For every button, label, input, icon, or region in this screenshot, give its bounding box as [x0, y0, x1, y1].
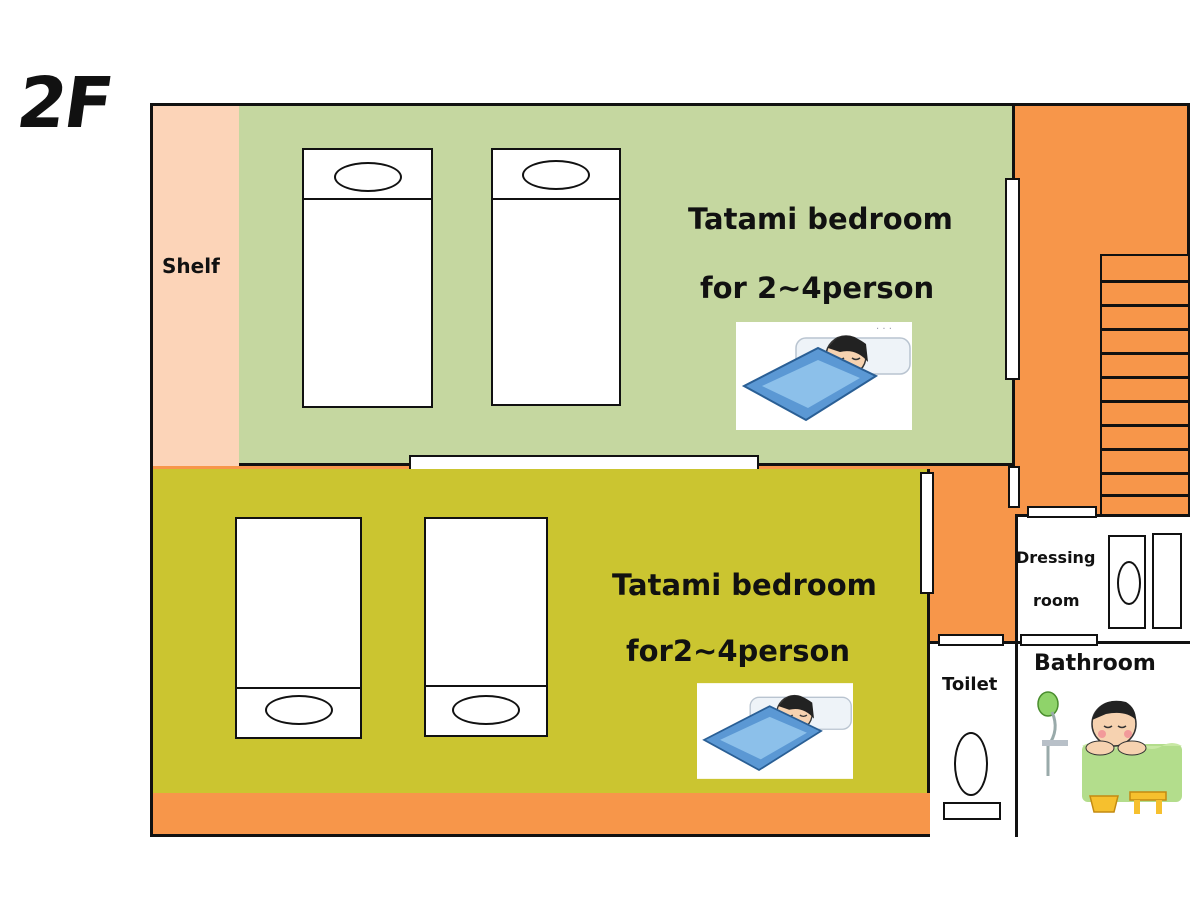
lower-bedroom-title: Tatami bedroom [612, 568, 877, 602]
pillow [452, 695, 520, 725]
lower-bedroom-capacity: for2~4person [626, 634, 851, 668]
upper-bedroom-title: Tatami bedroom [688, 202, 953, 236]
toilet-label: Toilet [942, 674, 998, 695]
bathing-person-icon [1037, 691, 1182, 814]
pillow [522, 160, 590, 190]
shelf [153, 106, 239, 466]
door [1008, 466, 1020, 508]
door [1027, 506, 1097, 518]
lower-bed-2 [424, 517, 548, 737]
sink-icon [1108, 535, 1146, 629]
pillow [333, 162, 402, 192]
stairs [1100, 254, 1190, 516]
door [1005, 178, 1020, 380]
pillow [264, 695, 333, 725]
shower-icon [1037, 691, 1068, 776]
washing-machine-icon [1152, 533, 1182, 629]
door [938, 634, 1004, 646]
sleeping-person-icon [697, 683, 853, 779]
bathroom-label: Bathroom [1034, 651, 1156, 676]
upper-bed-2 [491, 148, 621, 406]
lower-bed-1 [235, 517, 362, 739]
sleeping-person-icon: · · · [736, 322, 912, 430]
upper-bedroom-capacity: for 2~4person [700, 271, 935, 305]
toilet-icon [954, 732, 988, 796]
svg-text:· · ·: · · · [876, 324, 892, 335]
shelf-label: Shelf [162, 254, 220, 278]
dressing-room-label-line1: Dressing [1016, 548, 1096, 567]
upper-bed-1 [302, 148, 433, 408]
dressing-room-label-line2: room [1033, 591, 1080, 610]
door [920, 472, 934, 594]
floor-label: 2F [12, 62, 117, 144]
door [1020, 634, 1098, 646]
toilet-tank-icon [943, 802, 1001, 820]
